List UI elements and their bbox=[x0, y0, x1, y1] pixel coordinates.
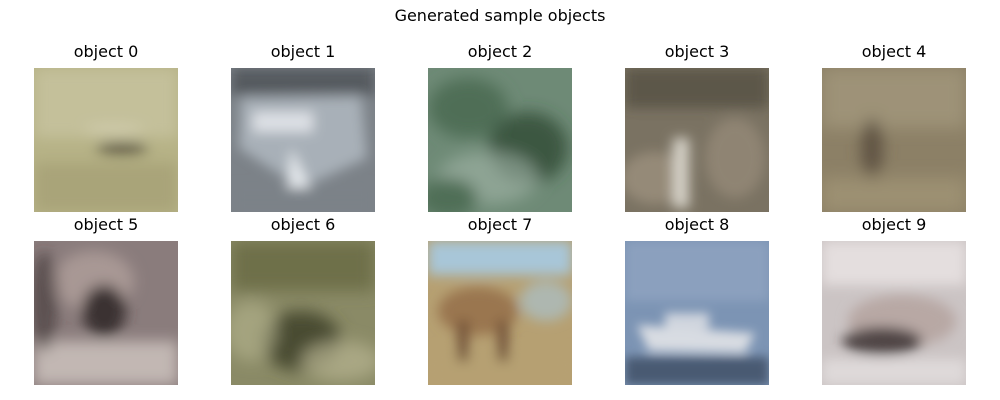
sample-image bbox=[428, 241, 572, 385]
sample-image bbox=[34, 68, 178, 212]
sample-label: object 1 bbox=[270, 42, 336, 61]
sample-label: object 7 bbox=[467, 215, 533, 234]
sample-label: object 5 bbox=[73, 215, 139, 234]
sample-image bbox=[428, 68, 572, 212]
sample-label: object 3 bbox=[664, 42, 730, 61]
sample-image bbox=[231, 68, 375, 212]
sample-label: object 0 bbox=[73, 42, 139, 61]
sample-label: object 6 bbox=[270, 215, 336, 234]
sample-label: object 4 bbox=[861, 42, 927, 61]
figure-title: Generated sample objects bbox=[394, 6, 606, 25]
sample-image bbox=[34, 241, 178, 385]
sample-image bbox=[822, 241, 966, 385]
sample-image bbox=[625, 241, 769, 385]
sample-image bbox=[822, 68, 966, 212]
sample-image bbox=[625, 68, 769, 212]
sample-label: object 8 bbox=[664, 215, 730, 234]
sample-label: object 9 bbox=[861, 215, 927, 234]
sample-image bbox=[231, 241, 375, 385]
sample-label: object 2 bbox=[467, 42, 533, 61]
